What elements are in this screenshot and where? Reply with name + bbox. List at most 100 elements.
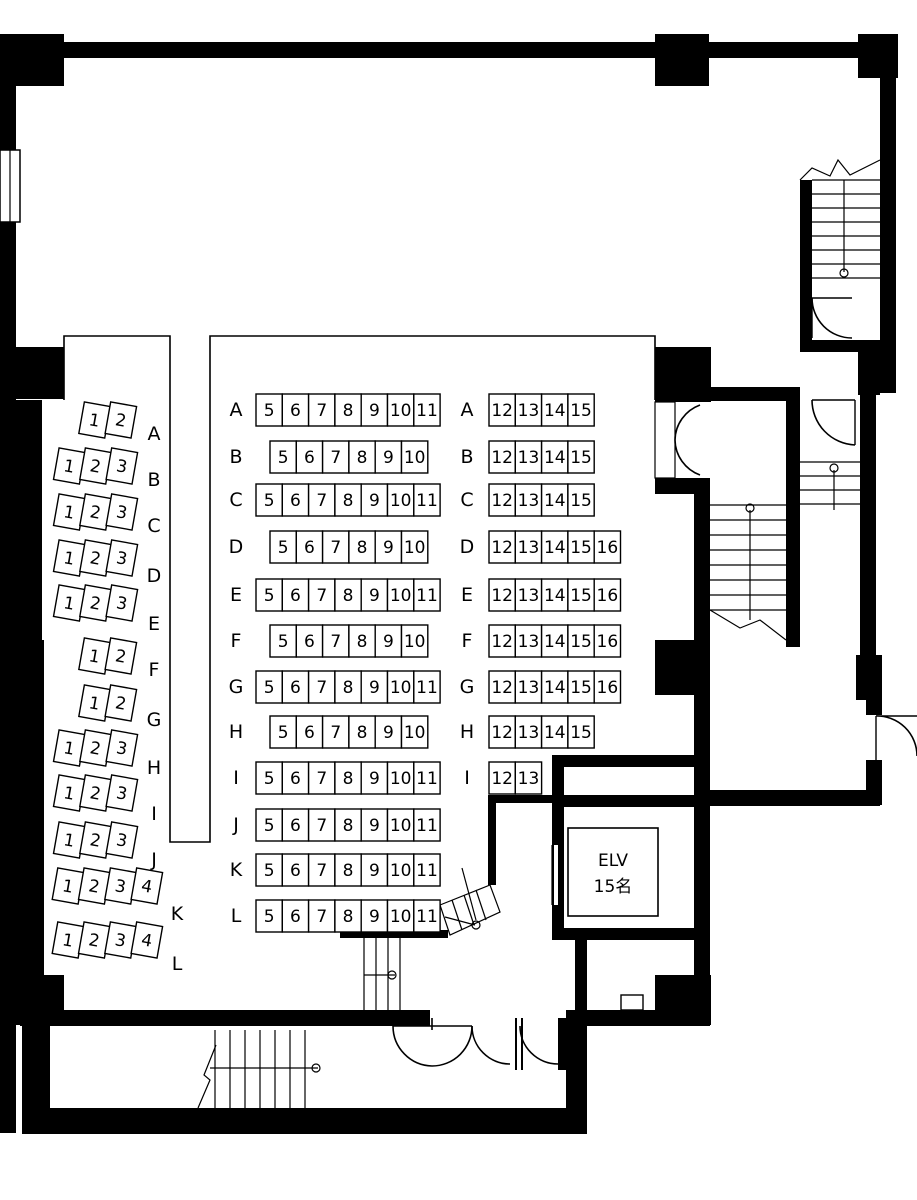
seat[interactable]: 3 xyxy=(105,493,139,531)
seat[interactable]: 15 xyxy=(567,393,595,427)
seat[interactable]: 9 xyxy=(360,853,389,887)
seat[interactable]: 6 xyxy=(295,624,324,658)
seat[interactable]: 5 xyxy=(255,393,283,427)
seat[interactable]: 3 xyxy=(105,821,139,859)
seat[interactable]: 1 xyxy=(52,584,86,622)
seat[interactable]: 5 xyxy=(255,578,283,612)
seat[interactable]: 11 xyxy=(413,899,441,933)
seat[interactable]: 3 xyxy=(105,729,139,767)
seat[interactable]: 8 xyxy=(334,808,362,842)
seat[interactable]: 13 xyxy=(514,578,543,612)
seat[interactable]: 6 xyxy=(295,440,324,474)
seat[interactable]: 7 xyxy=(321,440,350,474)
seat[interactable]: 8 xyxy=(348,440,376,474)
seat[interactable]: 11 xyxy=(413,808,441,842)
seat[interactable]: 12 xyxy=(488,393,516,427)
seat[interactable]: 6 xyxy=(295,530,324,564)
seat[interactable]: 5 xyxy=(255,761,283,795)
seat[interactable]: 13 xyxy=(514,761,543,795)
seat[interactable]: 8 xyxy=(348,624,376,658)
seat[interactable]: 9 xyxy=(374,624,403,658)
seat[interactable]: 7 xyxy=(307,899,336,933)
seat[interactable]: 8 xyxy=(334,483,362,517)
seat[interactable]: 7 xyxy=(307,393,336,427)
seat[interactable]: 13 xyxy=(514,440,543,474)
seat[interactable]: 2 xyxy=(79,584,113,622)
seat[interactable]: 13 xyxy=(514,530,543,564)
seat[interactable]: 15 xyxy=(567,530,595,564)
seat[interactable]: 6 xyxy=(281,808,310,842)
seat[interactable]: 16 xyxy=(593,670,622,704)
seat[interactable]: 14 xyxy=(540,440,569,474)
seat[interactable]: 11 xyxy=(413,853,441,887)
seat[interactable]: 11 xyxy=(413,483,441,517)
seat[interactable]: 8 xyxy=(348,715,376,749)
seat[interactable]: 10 xyxy=(386,670,415,704)
seat[interactable]: 4 xyxy=(130,867,164,905)
seat[interactable]: 8 xyxy=(334,899,362,933)
seat[interactable]: 9 xyxy=(360,393,389,427)
seat[interactable]: 1 xyxy=(52,729,86,767)
seat[interactable]: 15 xyxy=(567,624,595,658)
seat[interactable]: 12 xyxy=(488,530,516,564)
seat[interactable]: 10 xyxy=(400,624,429,658)
seat[interactable]: 6 xyxy=(281,761,310,795)
seat[interactable]: 15 xyxy=(567,440,595,474)
seat[interactable]: 1 xyxy=(52,539,86,577)
seat[interactable]: 7 xyxy=(307,670,336,704)
seat[interactable]: 16 xyxy=(593,530,622,564)
seat[interactable]: 9 xyxy=(360,670,389,704)
seat[interactable]: 16 xyxy=(593,578,622,612)
seat[interactable]: 4 xyxy=(130,921,164,959)
seat[interactable]: 14 xyxy=(540,393,569,427)
seat[interactable]: 6 xyxy=(281,853,310,887)
seat[interactable]: 15 xyxy=(567,578,595,612)
seat[interactable]: 14 xyxy=(540,578,569,612)
seat[interactable]: 9 xyxy=(374,715,403,749)
seat[interactable]: 8 xyxy=(348,530,376,564)
seat[interactable]: 6 xyxy=(295,715,324,749)
seat[interactable]: 2 xyxy=(104,401,138,439)
seat[interactable]: 10 xyxy=(386,761,415,795)
seat[interactable]: 1 xyxy=(52,774,86,812)
seat[interactable]: 5 xyxy=(269,440,297,474)
seat[interactable]: 8 xyxy=(334,761,362,795)
seat[interactable]: 5 xyxy=(255,808,283,842)
seat[interactable]: 5 xyxy=(255,670,283,704)
seat[interactable]: 7 xyxy=(307,483,336,517)
seat[interactable]: 10 xyxy=(400,440,429,474)
seat[interactable]: 9 xyxy=(360,483,389,517)
seat[interactable]: 2 xyxy=(79,821,113,859)
seat[interactable]: 11 xyxy=(413,393,441,427)
seat[interactable]: 2 xyxy=(77,867,111,905)
seat[interactable]: 7 xyxy=(307,808,336,842)
seat[interactable]: 1 xyxy=(52,821,86,859)
seat[interactable]: 8 xyxy=(334,670,362,704)
seat[interactable]: 3 xyxy=(104,921,138,959)
seat[interactable]: 7 xyxy=(307,853,336,887)
seat[interactable]: 12 xyxy=(488,624,516,658)
seat[interactable]: 14 xyxy=(540,670,569,704)
seat[interactable]: 12 xyxy=(488,715,516,749)
seat[interactable]: 14 xyxy=(540,715,569,749)
seat[interactable]: 2 xyxy=(77,921,111,959)
seat[interactable]: 9 xyxy=(360,808,389,842)
seat[interactable]: 3 xyxy=(105,774,139,812)
seat[interactable]: 5 xyxy=(255,853,283,887)
seat[interactable]: 13 xyxy=(514,483,543,517)
seat[interactable]: 6 xyxy=(281,393,310,427)
seat[interactable]: 6 xyxy=(281,670,310,704)
seat[interactable]: 11 xyxy=(413,761,441,795)
seat[interactable]: 6 xyxy=(281,899,310,933)
seat[interactable]: 14 xyxy=(540,624,569,658)
seat[interactable]: 10 xyxy=(386,853,415,887)
seat[interactable]: 3 xyxy=(105,447,139,485)
seat[interactable]: 12 xyxy=(488,578,516,612)
seat[interactable]: 12 xyxy=(488,670,516,704)
seat[interactable]: 12 xyxy=(488,440,516,474)
seat[interactable]: 10 xyxy=(386,808,415,842)
seat[interactable]: 13 xyxy=(514,670,543,704)
seat[interactable]: 1 xyxy=(78,684,112,722)
seat[interactable]: 16 xyxy=(593,624,622,658)
seat[interactable]: 14 xyxy=(540,483,569,517)
